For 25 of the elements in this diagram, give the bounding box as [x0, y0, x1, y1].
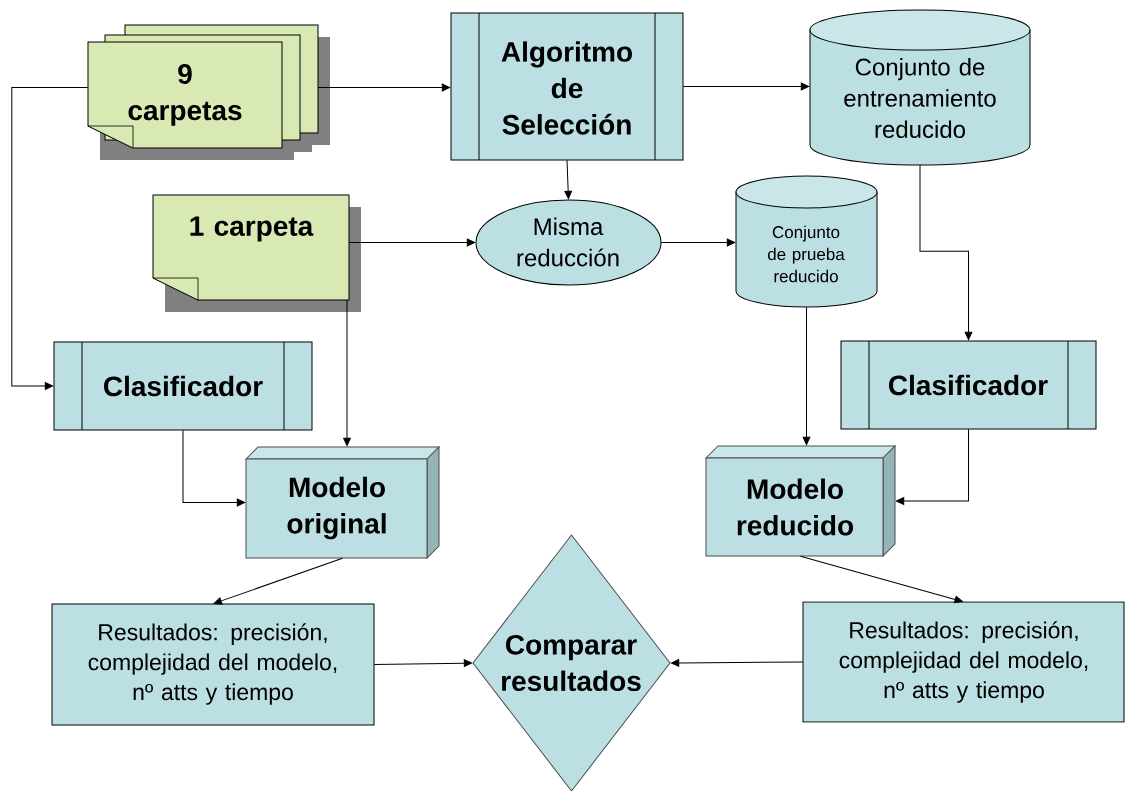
process-box: Clasificador: [840, 340, 1097, 430]
database-cylinder: Conjunto de entrenamiento reducido: [809, 9, 1031, 166]
arrow: [213, 557, 343, 605]
arrow: [670, 659, 804, 667]
arrow: [343, 299, 351, 447]
arrow: [317, 83, 451, 92]
arrow: [348, 238, 476, 247]
result-box: Resultados: precisión, complejidad del modelo, nº atts y tiempo: [51, 603, 375, 726]
arrow: [660, 238, 736, 247]
arrow: [373, 659, 473, 667]
arrow: [919, 164, 973, 341]
process-box: Algoritmo de Selección: [450, 12, 684, 161]
arrow: [564, 159, 573, 200]
arrow: [682, 82, 810, 91]
database-cylinder: Conjunto de prueba reducido: [735, 175, 878, 308]
arrow: [800, 555, 963, 604]
process-box: Clasificador: [53, 341, 313, 431]
arrow: [895, 428, 969, 505]
arrow: [802, 306, 811, 446]
model-box: Modelo original: [245, 446, 440, 559]
document-stack: 9 carpetas: [87, 24, 330, 160]
result-box: Resultados: precisión, complejidad del modelo, nº atts y tiempo: [802, 601, 1125, 723]
arrow: [11, 87, 89, 390]
arrow: [182, 429, 246, 507]
model-box: Modelo reducido: [705, 445, 896, 557]
